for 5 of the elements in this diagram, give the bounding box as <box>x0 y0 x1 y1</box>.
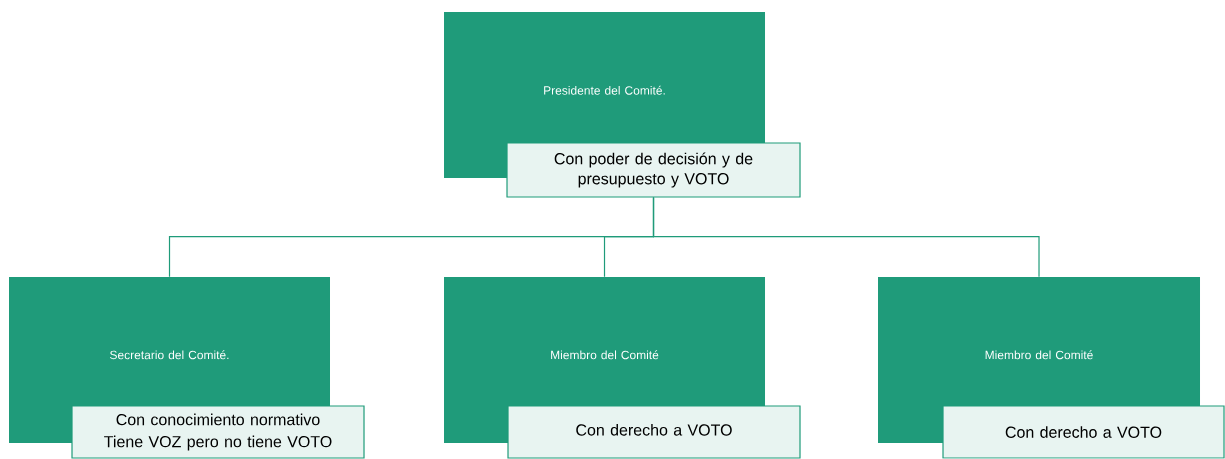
note-box: Con derecho a VOTO <box>507 405 801 459</box>
note-box: Con poder de decisión y de presupuesto y VOTO <box>506 142 801 198</box>
connector-line <box>652 197 1040 278</box>
note-box: Con derecho a VOTO <box>942 405 1225 459</box>
note-box: Con conocimiento normativo Tiene VOZ pero no tiene VOTO <box>71 405 365 459</box>
